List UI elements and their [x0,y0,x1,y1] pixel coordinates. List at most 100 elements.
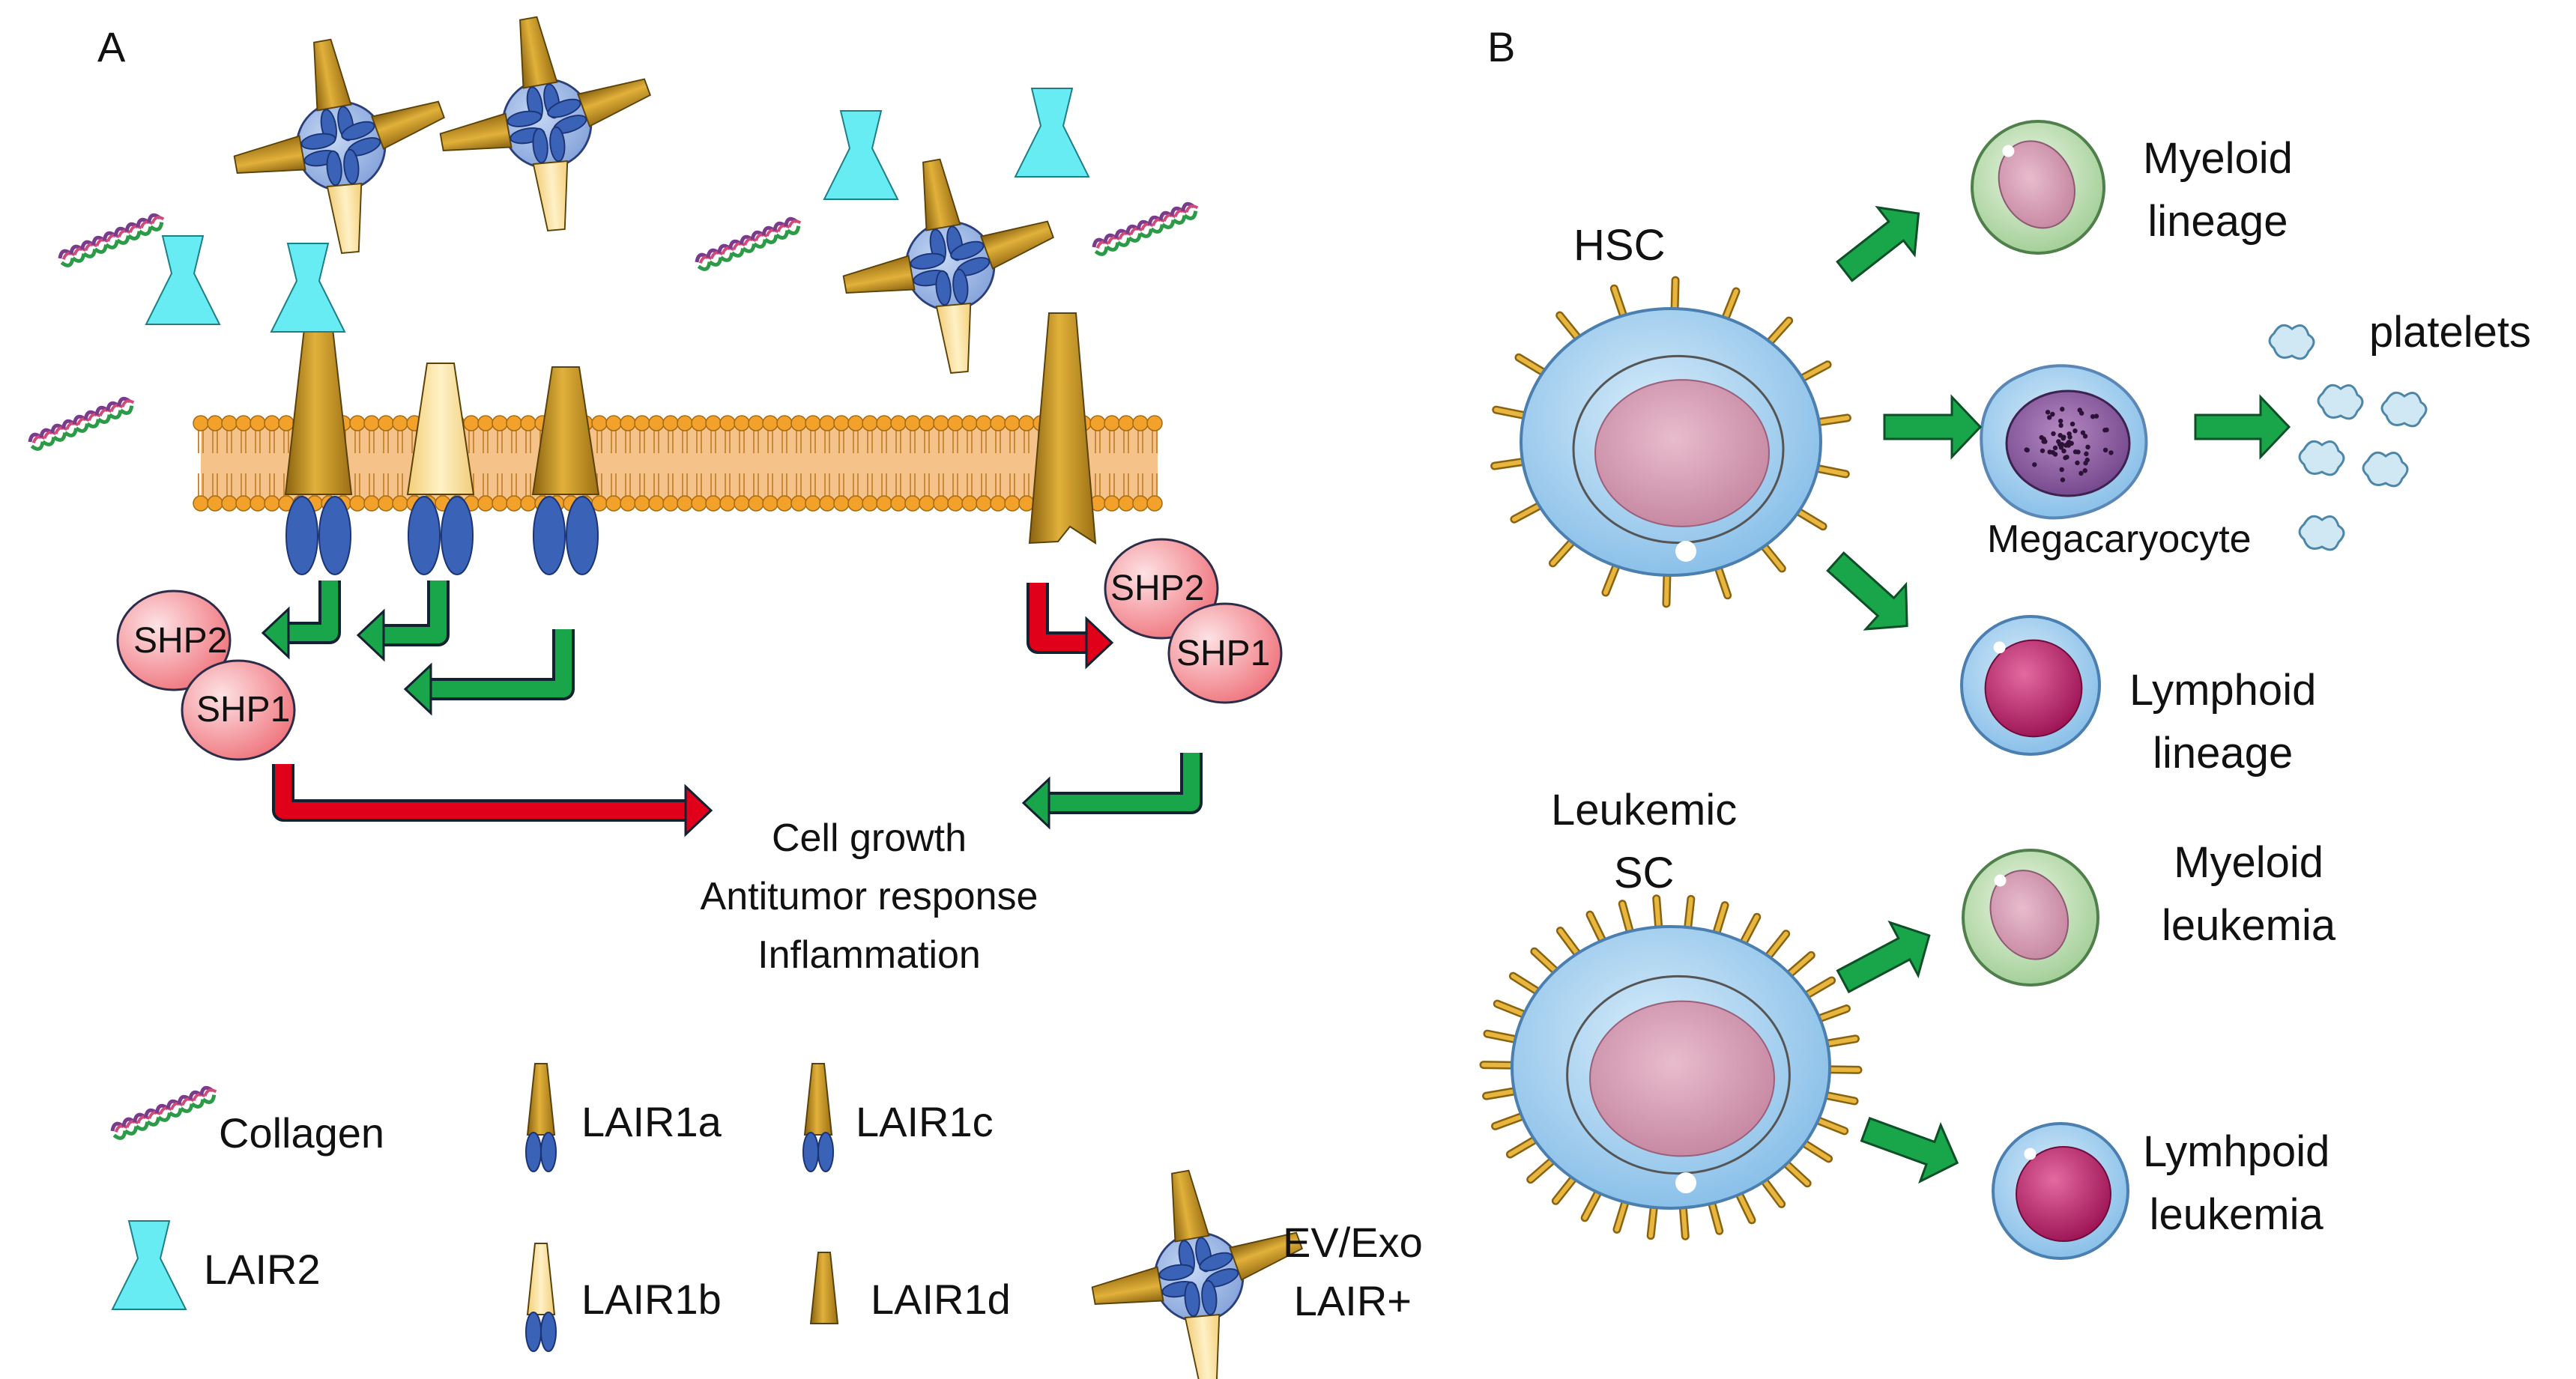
platelet [2382,393,2426,426]
lymphoid-leuk-line2: leukemia [2143,1183,2329,1246]
arrow-to-myeloid-shape [1826,190,1937,295]
green-arrow-lair1b-shaft [384,581,438,635]
lipid-head [891,416,906,431]
vesicle-receptor-stalk [533,161,573,231]
lipid-head [862,416,877,431]
lipid-head [492,496,507,511]
legend-lair1d-label: LAIR1d [871,1275,1011,1324]
lipid-head [976,416,991,431]
vesicle-receptor-stalk [1091,1267,1164,1313]
lipid-head [1133,496,1148,511]
lipid-head [905,496,920,511]
lipid-head [777,416,792,431]
lipid-head [606,496,621,511]
shp1-label-right: SHP1 [1176,633,1270,674]
lair1d-legend-icon [811,1252,838,1324]
lipid-head [1147,496,1162,511]
granule [2063,455,2067,460]
lipid-head [962,416,977,431]
granule [2070,422,2075,426]
myeloid-leukemia-label: Myeloid leukemia [2162,831,2335,957]
legend-lair1b-label: LAIR1b [581,1275,722,1324]
granule [2061,434,2066,439]
vesicle-receptor-stalk [372,94,447,149]
arrow-to-myeloid-leukemia [1829,909,1943,1008]
lipid-head [1090,416,1105,431]
arrow-to-platelets [2195,397,2289,457]
lipid-head [635,416,650,431]
helix-strand [1185,211,1197,220]
granule [2078,407,2082,412]
lipid-head [934,496,949,511]
cell-nucleus [1986,640,2082,737]
platelet [2300,441,2344,475]
vesicle-receptor-stalk [306,38,351,111]
myeloid-lineage-label: Myeloid lineage [2143,127,2293,253]
lipid-head [877,496,892,511]
arrow-to-lymphoid [1815,539,1927,648]
lipid-head [820,416,835,431]
green-arrow-lair1a-shaft [288,581,330,633]
lipid-head [791,496,806,511]
lair1d-receptor [1030,313,1095,543]
lipid-head [378,496,393,511]
lipid-head [991,496,1006,511]
legend-lair2-label: LAIR2 [204,1245,321,1294]
lipid-head [663,496,678,511]
legend-ev-label: EV/Exo LAIR+ [1283,1213,1423,1330]
ig-domain [441,497,473,575]
lipid-head [1119,496,1134,511]
lymphoid-lineage-cell [1962,616,2099,754]
granule [2083,461,2087,465]
lair1c-legend-icon [803,1064,833,1172]
legend-collagen-label: Collagen [219,1109,384,1157]
green-arrow-lair1c-outline [431,629,563,689]
outcome-line-2: Antitumor response [644,867,1094,926]
granule [2081,430,2085,434]
highlight [1675,541,1696,562]
megakaryocyte-label: Megacaryocyte [1987,517,2252,562]
helix-strand [787,226,800,235]
lipid-head [919,416,934,431]
legend-ev-line1: EV/Exo [1283,1213,1423,1272]
lipid-head [677,416,692,431]
lipid-head [264,496,279,511]
granule [2059,467,2063,472]
panel-a-label: A [97,22,125,71]
arrow-to-lymphoid-shape [1815,539,1927,648]
lair1b-legend-icon-body [527,1243,554,1315]
lipid-head [236,496,251,511]
lipid-head [706,496,721,511]
green-arrow-lair1b [358,581,438,659]
myeloid-leukemia-cell [1963,850,2098,985]
lair1b-receptor-body [408,363,474,494]
vesicle-receptor-stalk [937,303,976,374]
lair2-soluble [1015,88,1089,177]
platelet [2363,452,2407,486]
granule [2102,428,2107,432]
granule [2046,410,2050,414]
lair1a-legend-icon [526,1064,556,1172]
lair1c-receptor-body [533,367,599,494]
lipid-head [763,416,778,431]
ig-domain [408,497,440,575]
lipid-head [464,416,479,431]
vesicle-receptor-stalk [578,71,653,127]
lipid-head [976,496,991,511]
lipid-head [620,496,635,511]
lipid-head [620,416,635,431]
lipid-head [393,496,408,511]
ev-legend-icon [1091,1169,1305,1379]
granule [2094,413,2099,418]
outcome-text: Cell growth Antitumor response Inflammat… [644,809,1094,984]
lymphoid-line1: Lymphoid [2129,659,2316,722]
shp1-label-left: SHP1 [196,689,290,730]
vesicle-receptor-stalk [981,213,1056,269]
lipid-head [393,416,408,431]
lipid-head [1005,416,1020,431]
vesicle-receptor-stalk [512,16,557,88]
platelet [2270,325,2314,359]
cell-nucleus [2016,1147,2111,1241]
granule [2061,477,2065,482]
lipid-head [507,496,521,511]
